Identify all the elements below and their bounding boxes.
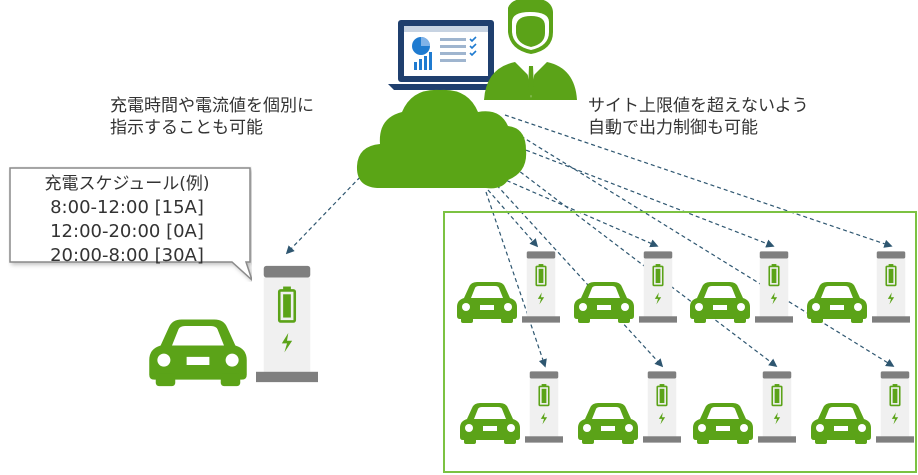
- car-icon: [460, 403, 520, 444]
- charging-station-icon: [872, 250, 910, 324]
- note-right-line-2: 自動で出力制御も可能: [588, 118, 758, 138]
- schedule-callout: [9, 167, 252, 282]
- car-icon: [811, 403, 871, 444]
- arrow-to-station-3: [499, 139, 775, 248]
- car-icon: [807, 282, 867, 323]
- charging-station-icon: [758, 370, 796, 444]
- car-icon: [574, 282, 634, 323]
- arrow-to-station-4: [504, 114, 893, 248]
- laptop-dashboard-icon: [388, 20, 504, 90]
- schedule-row: 12:00-20:00 [0A]: [50, 221, 204, 242]
- note-left-line-2: 指示することも可能: [110, 118, 263, 138]
- note-site-limit-control: サイト上限値を超えないよう 自動で出力制御も可能: [588, 95, 809, 139]
- user-icon: [484, 0, 577, 100]
- arrow-to-station-8: [502, 124, 895, 367]
- arrow-to-station-5: [485, 191, 547, 368]
- car-icon: [149, 319, 247, 387]
- control-arrows: [285, 114, 895, 368]
- charging-station-icon: [525, 370, 563, 444]
- car-icon: [693, 403, 753, 444]
- schedule-row: 20:00-8:00 [30A]: [50, 245, 204, 266]
- charging-station-icon: [876, 370, 914, 444]
- schedule-row: 8:00-12:00 [15A]: [50, 197, 204, 218]
- arrow-to-main-station: [285, 171, 366, 255]
- car-icon: [690, 282, 750, 323]
- charging-station-icon: [522, 250, 560, 324]
- charging-station-icon: [755, 250, 793, 324]
- arrow-to-station-7: [497, 154, 778, 368]
- note-left-line-1: 充電時間や電流値を個別に: [110, 96, 314, 116]
- arrow-to-station-2: [493, 174, 659, 248]
- charging-station-icon: [643, 370, 681, 444]
- charging-station-icon: [639, 250, 677, 324]
- car-icon: [457, 282, 517, 323]
- arrow-to-station-1: [487, 189, 539, 248]
- site-boundary: [443, 211, 917, 473]
- car-icon: [578, 403, 638, 444]
- note-individual-control: 充電時間や電流値を個別に 指示することも可能: [110, 95, 314, 139]
- note-right-line-1: サイト上限値を超えないよう: [588, 96, 809, 116]
- cloud-icon: [356, 89, 527, 189]
- schedule-content: 充電スケジュール(例) 8:00-12:00 [15A] 12:00-20:00…: [8, 172, 246, 268]
- schedule-title: 充電スケジュール(例): [44, 174, 210, 194]
- charging-station-icon: [256, 264, 318, 384]
